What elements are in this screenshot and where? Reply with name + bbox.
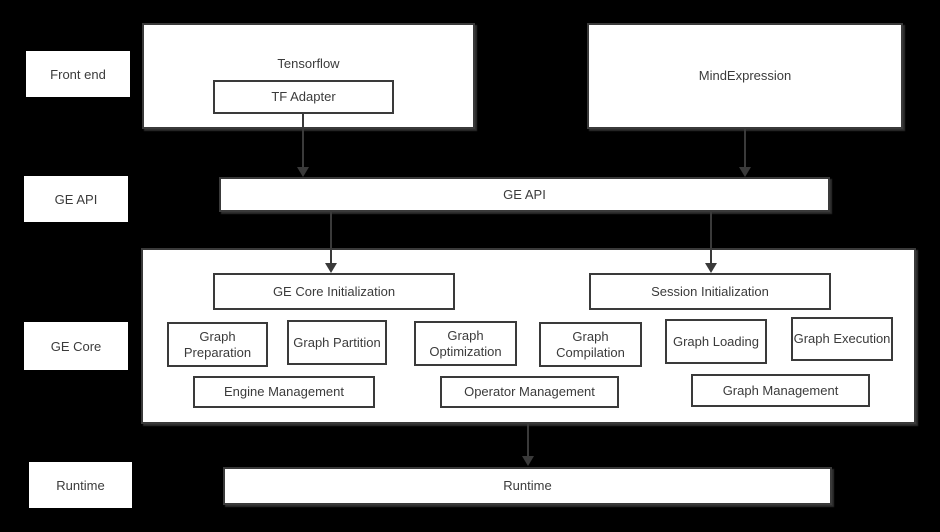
arrow-ge-api-to-ge-core-init [325,212,337,273]
node-mindexpression: MindExpression [587,23,903,129]
node-operator-management-label: Operator Management [464,384,595,399]
node-graph-execution-label: Graph Execution [793,331,891,346]
node-graph-optimization: Graph Optimization [414,321,517,366]
node-graph-compilation: Graph Compilation [539,322,642,367]
arrow-shaft [330,212,332,265]
node-ge-core-initialization: GE Core Initialization [213,273,455,310]
node-graph-optimization-label: Graph Optimization [429,327,502,359]
arrow-head-icon [522,456,534,466]
arrow-tf-adapter-to-ge-api [297,114,309,177]
arrow-shaft [710,212,712,265]
arrow-head-icon [325,263,337,273]
arrow-head-icon [705,263,717,273]
arrow-ge-core-to-runtime [522,424,534,466]
node-runtime-bar-label: Runtime [503,478,552,493]
arrow-shaft [302,114,304,169]
layer-label-front-end: Front end [26,51,130,97]
node-ge-api-bar-label: GE API [503,186,546,202]
node-graph-loading: Graph Loading [665,319,767,364]
node-graph-partition-label: Graph Partition [293,334,381,350]
layer-label-ge-core: GE Core [24,322,128,370]
node-engine-management: Engine Management [193,376,375,408]
arrow-head-icon [739,167,751,177]
arrow-mindexpression-to-ge-api [739,129,751,177]
node-tensorflow-label: Tensorflow [277,56,340,71]
node-session-initialization: Session Initialization [589,273,831,310]
layer-label-runtime: Runtime [29,462,132,508]
node-mindexpression-label: MindExpression [698,68,792,83]
node-tf-adapter: TF Adapter [213,80,394,114]
node-graph-management-label: Graph Management [722,382,839,398]
node-operator-management: Operator Management [440,376,619,408]
node-ge-api-bar: GE API [219,177,830,212]
node-session-initialization-label: Session Initialization [651,283,769,299]
node-graph-loading-label: Graph Loading [672,333,759,349]
node-graph-preparation-label: Graph Preparation [183,328,252,360]
arrow-head-icon [297,167,309,177]
node-graph-management: Graph Management [691,374,870,407]
arrow-shaft [527,424,529,458]
arrow-ge-api-to-session-init [705,212,717,273]
node-graph-execution: Graph Execution [791,317,893,361]
arrow-shaft [744,129,746,169]
node-graph-compilation-label: Graph Compilation [556,328,625,360]
layer-label-ge-api: GE API [24,176,128,222]
node-runtime-bar: Runtime [223,467,832,505]
node-tf-adapter-label: TF Adapter [271,89,336,104]
node-ge-core-initialization-label: GE Core Initialization [272,283,396,299]
node-engine-management-label: Engine Management [224,384,344,399]
node-graph-partition: Graph Partition [287,320,387,365]
node-graph-preparation: Graph Preparation [167,322,268,367]
